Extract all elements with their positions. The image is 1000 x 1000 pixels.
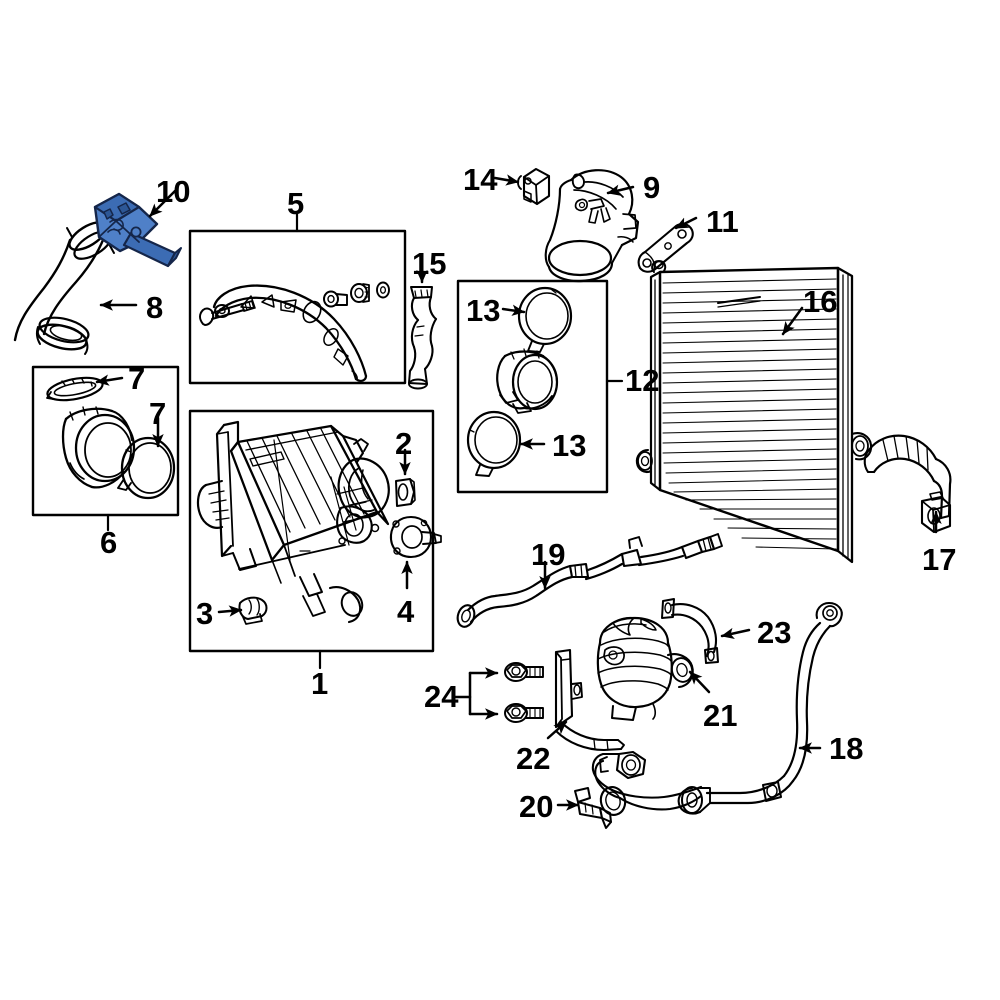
callout-17: 17 (922, 542, 957, 577)
callout-20: 20 (519, 789, 554, 824)
leader-lines (95, 174, 942, 811)
callout-9: 9 (643, 170, 661, 205)
lower-hose-assembly (591, 750, 703, 816)
callout-24: 24 (424, 679, 459, 714)
part-1-charge-air-cooler (196, 420, 442, 625)
callout-10: 10 (156, 174, 191, 209)
callout-8: 8 (146, 290, 164, 325)
callout-6: 6 (100, 525, 118, 560)
callout-23: 23 (757, 615, 792, 650)
part-9-throttle-body-elbow (544, 169, 640, 283)
callout-3: 3 (196, 596, 214, 631)
part-20-drain-plug (574, 787, 612, 829)
part-4-temperature-sensor-housing (389, 515, 442, 559)
callout-2: 2 (395, 426, 413, 461)
callout-11: 11 (706, 204, 739, 239)
callout-18: 18 (829, 731, 864, 766)
part-17-coolant-connector (863, 434, 952, 534)
callout-22: 22 (516, 741, 551, 776)
part-6-air-duct-with-clamps (46, 376, 176, 500)
callout-19: 19 (531, 537, 566, 572)
callout-7-upper: 7 (128, 361, 146, 396)
callout-15: 15 (412, 246, 447, 281)
part-22-pump-bracket (554, 648, 625, 752)
part-21-auxiliary-water-pump (596, 616, 694, 721)
part-5-mounting-bracket-kit (199, 281, 390, 382)
part-16-ac-condenser (635, 260, 873, 564)
part-2-clip (395, 478, 416, 507)
part-23-retaining-strap (661, 598, 719, 664)
box-part-12 (456, 279, 624, 494)
part-8-air-intake-duct (13, 221, 115, 355)
part-14-pressure-sensor (517, 167, 551, 206)
callout-7-lower: 7 (149, 396, 167, 431)
part-15-vent-hose (408, 286, 438, 390)
callout-4: 4 (397, 594, 415, 629)
part-11-support-bracket (637, 222, 694, 273)
callout-13-lower: 13 (552, 428, 587, 463)
callout-5: 5 (287, 186, 305, 221)
part-10-charge-air-temperature-sensor (93, 192, 182, 268)
part-24-mounting-bolt-pair (504, 662, 544, 723)
part-19-coolant-hose-upper (456, 533, 723, 628)
callout-21: 21 (703, 698, 738, 733)
box-part-5 (188, 211, 407, 385)
callout-13-upper: 13 (466, 293, 501, 328)
callout-1: 1 (311, 666, 329, 701)
callout-16: 16 (803, 284, 838, 319)
callout-12: 12 (625, 363, 660, 398)
callout-14: 14 (463, 162, 498, 197)
